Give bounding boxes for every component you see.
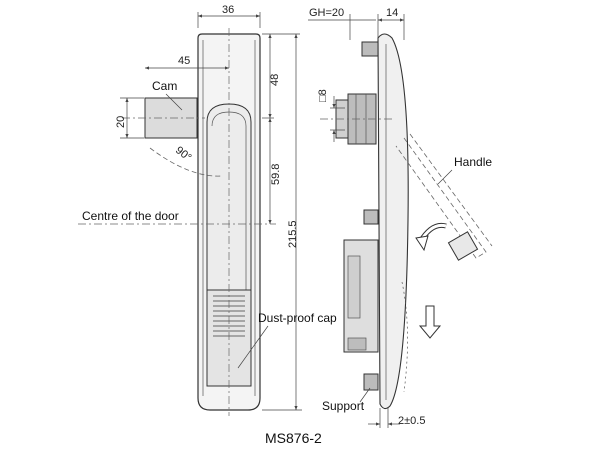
dim-grip-height: GH=20 [309, 7, 344, 19]
bottom-screw [363, 373, 379, 391]
handle-tip [447, 231, 479, 261]
dim-depth: 14 [386, 7, 398, 19]
label-cam: Cam [152, 79, 177, 93]
dim-square: □8 [317, 89, 329, 102]
dim-upper-section: 48 [269, 74, 281, 86]
dim-total-height: 215.5 [287, 220, 299, 248]
front-dimensions: 36 45 20 90° 48 59.8 215.5 [115, 4, 302, 411]
dim-width-top: 36 [222, 4, 234, 16]
lock-cylinder [320, 93, 394, 145]
side-dimensions: GH=20 14 □8 2±0.5 [308, 7, 425, 428]
side-plate [377, 33, 409, 410]
dim-cam-height: 20 [115, 116, 127, 128]
middle-screw [363, 209, 379, 225]
dim-mid-section: 59.8 [270, 164, 282, 185]
drawing-title: MS876-2 [265, 430, 322, 446]
side-view [320, 33, 493, 410]
label-handle: Handle [454, 155, 492, 169]
label-dust-proof-cap: Dust-proof cap [258, 311, 337, 325]
label-centre-of-door: Centre of the door [82, 209, 179, 223]
dim-rotation-angle: 90° [173, 144, 194, 164]
side-labels: Handle Support [322, 155, 492, 413]
handle-open-phantom [395, 137, 487, 259]
top-screw [361, 41, 379, 57]
dim-cam-offset: 45 [178, 55, 190, 67]
label-support: Support [322, 399, 365, 413]
dim-support-gap: 2±0.5 [398, 415, 425, 427]
front-labels: Cam Centre of the door Dust-proof cap [82, 79, 337, 369]
front-view [78, 28, 276, 416]
down-arrow-icon [418, 305, 442, 339]
